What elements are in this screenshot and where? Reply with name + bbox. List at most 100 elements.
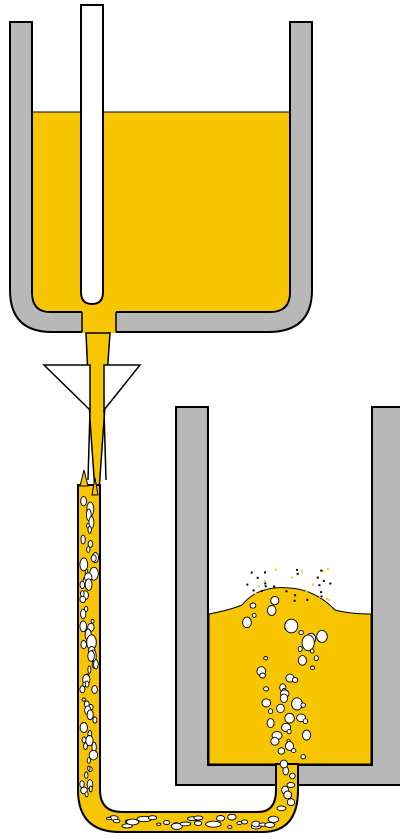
bubble <box>276 805 287 812</box>
spray-droplet <box>256 576 259 579</box>
spray-droplet <box>320 569 323 572</box>
bubble <box>86 709 94 721</box>
spray-droplet <box>254 593 257 595</box>
spray-droplet <box>261 600 263 603</box>
bubble <box>298 630 304 636</box>
bubble <box>316 629 328 643</box>
spray-droplet <box>246 583 249 586</box>
bubble <box>84 771 89 779</box>
bubble <box>112 818 121 824</box>
bubble <box>270 736 280 746</box>
bubble <box>86 546 91 553</box>
bubble <box>313 655 319 662</box>
bubble <box>276 703 285 714</box>
spray-droplet <box>252 589 255 592</box>
bubble <box>79 722 88 733</box>
bubble <box>302 729 312 741</box>
bubble <box>79 685 86 694</box>
bubble <box>259 672 266 679</box>
stream-drips <box>79 469 99 496</box>
bubble <box>84 578 93 591</box>
bubble <box>79 595 86 604</box>
spray-droplet <box>328 599 331 602</box>
upper-vessel-outlet <box>82 311 116 333</box>
bubble <box>277 747 286 755</box>
feed-rod <box>80 4 104 306</box>
bubble <box>193 815 204 821</box>
bubble <box>125 818 140 826</box>
bubble <box>302 718 309 725</box>
spray-droplet <box>262 601 265 604</box>
bubble <box>286 728 292 735</box>
spray-droplet <box>291 576 294 579</box>
spray-droplet <box>294 596 297 599</box>
bubble <box>80 496 87 507</box>
funnel-left-wing <box>42 364 91 412</box>
bubble <box>80 608 87 620</box>
bubble <box>216 815 226 822</box>
spray-droplet <box>327 568 330 571</box>
u-tube <box>77 484 299 833</box>
bubble <box>301 634 315 652</box>
spray-droplet <box>273 591 276 594</box>
bubble <box>297 645 303 652</box>
upper-vessel-wall <box>9 21 313 333</box>
bubble <box>84 791 89 798</box>
bubble <box>170 822 183 830</box>
bubble <box>264 822 276 828</box>
spray-droplet <box>293 599 296 602</box>
spray-droplet <box>264 579 266 582</box>
bubble <box>286 782 296 788</box>
bubble <box>291 677 299 683</box>
bubble <box>79 557 89 572</box>
bubble <box>88 749 99 761</box>
bubble <box>156 822 162 826</box>
bubble <box>270 596 280 606</box>
bubble <box>87 665 92 674</box>
drip <box>79 469 89 487</box>
spray-droplet <box>322 579 325 582</box>
bubble <box>300 754 307 760</box>
bubble <box>284 741 295 751</box>
spray-droplet <box>274 568 277 571</box>
spray-droplet <box>285 590 288 593</box>
bubble <box>284 618 299 634</box>
bubble <box>267 815 280 823</box>
bubble <box>309 648 315 654</box>
spray-droplet <box>322 570 325 573</box>
spray-droplet <box>264 571 266 574</box>
spray-droplet <box>250 571 253 574</box>
funnel-right-wing <box>103 364 142 413</box>
bubble <box>309 665 316 670</box>
bubble <box>242 616 252 629</box>
spray-droplet <box>301 570 303 573</box>
spray-droplet <box>306 598 309 601</box>
bubble <box>90 554 97 563</box>
bubble <box>279 693 289 703</box>
spray-droplet <box>294 594 297 597</box>
bubble <box>92 716 98 724</box>
bubble <box>88 785 93 793</box>
bubble <box>80 534 86 545</box>
spray-droplet <box>318 584 321 587</box>
bubble <box>283 790 293 800</box>
bubble <box>79 580 86 589</box>
funnel <box>42 364 142 481</box>
bubble <box>284 712 295 724</box>
bubble <box>300 702 306 708</box>
bubble <box>227 825 233 829</box>
bubble <box>297 655 307 666</box>
bubble <box>286 798 296 807</box>
spray-droplet <box>305 590 308 593</box>
bubble <box>261 698 272 708</box>
bubble <box>251 612 257 618</box>
bubble <box>81 697 86 702</box>
bubble <box>249 602 257 609</box>
bubble <box>90 618 95 624</box>
bubble <box>279 759 289 769</box>
spray-droplet <box>311 583 314 586</box>
bubble <box>106 816 112 821</box>
bubble <box>266 604 277 616</box>
bubble <box>289 772 296 780</box>
